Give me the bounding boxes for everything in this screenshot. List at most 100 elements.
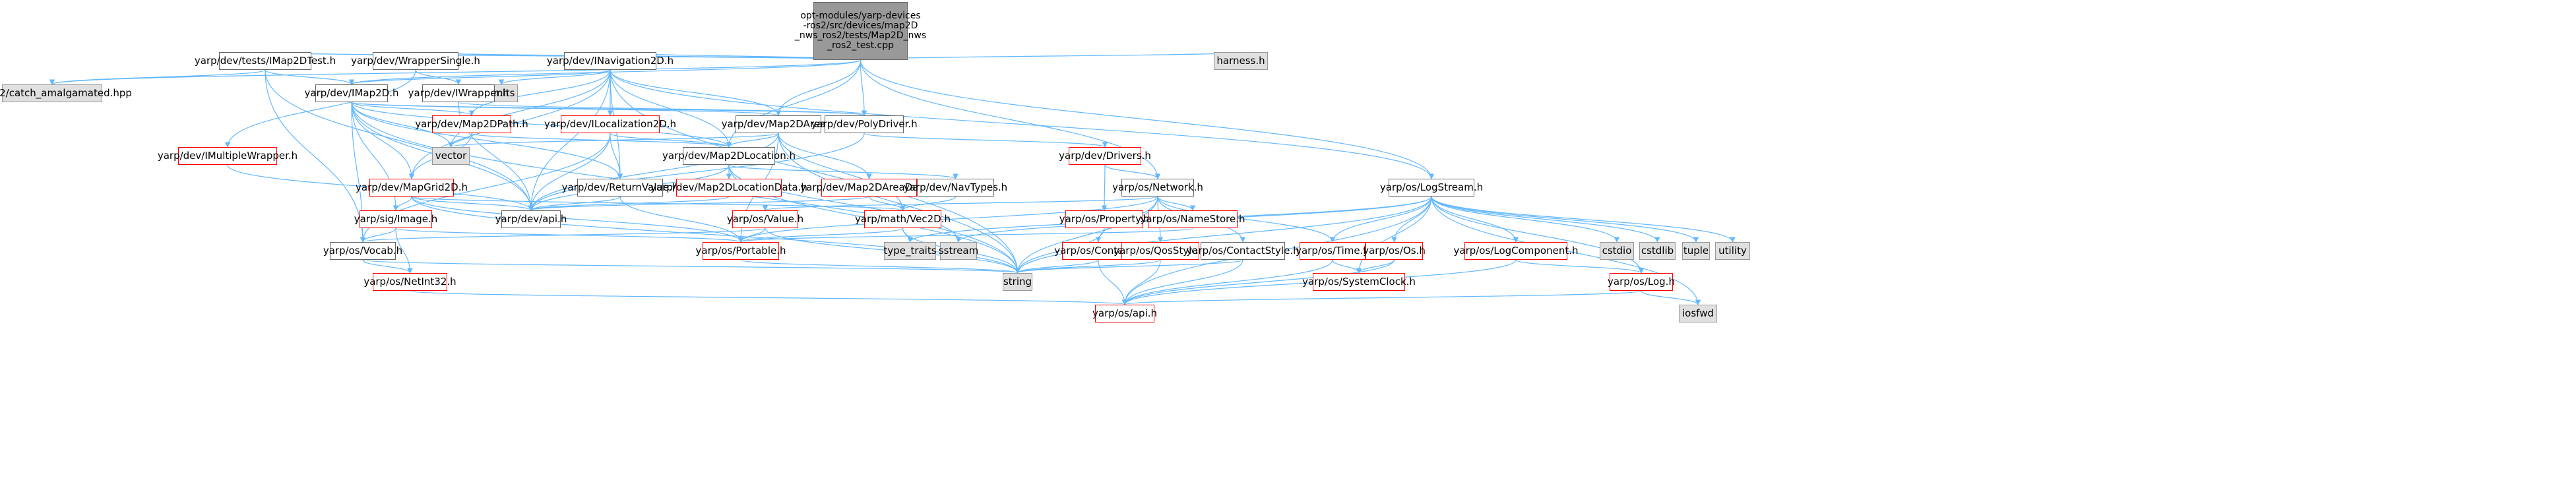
namestore-header-node[interactable]: yarp/os/NameStore.h <box>1140 210 1245 228</box>
edge-layer <box>49 51 1736 305</box>
iosfwd-header-node: iosfwd <box>1679 305 1717 322</box>
include-edge-map2darea-to-string <box>778 133 1021 274</box>
wrappersingle-header-node[interactable]: yarp/dev/WrapperSingle.h <box>351 52 480 70</box>
include-edge-os-to-systemclock <box>1356 259 1395 274</box>
map2dlocationdata-header-node[interactable]: yarp/dev/Map2DLocationData.h <box>650 179 807 197</box>
include-edge-imap2dtest-to-imap2d <box>265 69 355 85</box>
include-edge-network-to-portable <box>738 196 1158 243</box>
include-edge-mapgrid2d-to-portable <box>411 196 744 243</box>
include-edge-property-to-string <box>1015 228 1105 274</box>
portable-header-node[interactable]: yarp/os/Portable.h <box>696 242 786 260</box>
utility-header-node: utility <box>1715 242 1750 260</box>
map2dareadata-header-node[interactable]: yarp/dev/Map2DAreaData.h <box>800 179 938 197</box>
os-api-header-node[interactable]: yarp/os/api.h <box>1092 305 1157 322</box>
include-edge-map2dpath-to-map2dlocation <box>471 133 732 148</box>
os-header-node[interactable]: yarp/os/Os.h <box>1363 242 1426 260</box>
iwrapper-header-node[interactable]: yarp/dev/IWrapper.h <box>408 84 509 102</box>
include-edge-imap2d-to-vector <box>351 102 454 148</box>
include-edge-root-to-harness <box>860 51 1243 61</box>
include-edge-logcomponent-to-log <box>1515 259 1645 274</box>
include-edge-contact-to-string <box>1015 259 1099 274</box>
logcomponent-header-node[interactable]: yarp/os/LogComponent.h <box>1454 242 1579 260</box>
imultiplewrapper-header-node[interactable]: yarp/dev/IMultipleWrapper.h <box>158 147 298 165</box>
include-edge-inavigation2d-to-imap2d <box>349 69 611 85</box>
include-edge-logstream-to-cstdio <box>1431 196 1620 243</box>
include-edge-root-to-polydriver <box>860 59 867 116</box>
time-header-node[interactable]: yarp/os/Time.h <box>1296 242 1369 260</box>
imap2d-header-node[interactable]: yarp/dev/IMap2D.h <box>305 84 398 102</box>
include-edge-returnvalue-to-devapi <box>528 196 621 211</box>
include-edge-map2dlocation-to-sstream <box>728 164 962 243</box>
include-edge-contactstyle-to-osapi <box>1121 259 1243 305</box>
include-edge-network-to-value <box>763 196 1158 211</box>
include-edge-logstream-to-string <box>1015 196 1432 274</box>
vector-header-node: vector <box>432 147 470 165</box>
include-edge-map2dpath-to-vector <box>448 133 472 148</box>
include-edge-logstream-to-time <box>1329 196 1432 243</box>
include-edge-polydriver-to-devapi <box>528 133 865 211</box>
include-edge-time-to-osapi <box>1121 259 1333 305</box>
include-edge-logstream-to-systemclock <box>1356 196 1432 274</box>
map2darea-header-node[interactable]: yarp/dev/Map2DArea.h <box>722 115 835 133</box>
include-edge-vocab-to-string <box>362 259 1020 274</box>
qosstyle-header-node[interactable]: yarp/os/QosStyle.h <box>1114 242 1207 260</box>
include-edge-root-to-map2dlocation <box>726 59 862 148</box>
mapgrid2d-header-node[interactable]: yarp/dev/MapGrid2D.h <box>356 179 468 197</box>
include-edge-imap2d-to-polydriver <box>351 102 867 116</box>
network-header-node[interactable]: yarp/os/Network.h <box>1112 179 1203 197</box>
include-edge-network-to-namestore <box>1157 196 1196 211</box>
include-edge-inavigation2d-to-map2darea <box>610 69 782 116</box>
include-edge-map2darea-to-map2dareadata <box>778 133 872 179</box>
harness-header-node: harness.h <box>1214 52 1268 70</box>
systemclock-header-node[interactable]: yarp/os/SystemClock.h <box>1302 273 1416 291</box>
include-edge-mapgrid2d-to-vec2d <box>411 196 906 211</box>
include-edge-logstream-to-logcomponent <box>1431 196 1519 243</box>
include-edge-inavigation2d-to-limits <box>498 69 611 85</box>
include-edge-ilocalization2d-to-returnvalue <box>610 133 623 179</box>
drivers-header-node[interactable]: yarp/dev/Drivers.h <box>1059 147 1151 165</box>
include-edge-logstream-to-tuple <box>1431 196 1699 243</box>
include-edge-iwrapper-to-polydriver <box>458 102 867 116</box>
include-edge-inavigation2d-to-logstream <box>610 69 1435 179</box>
include-edge-map2dlocation-to-navtypes <box>728 164 958 179</box>
include-edge-logstream-to-cstdlib <box>1431 196 1660 243</box>
include-edge-imap2d-to-returnvalue <box>351 102 623 179</box>
type-traits-header-node: type_traits <box>883 242 937 260</box>
tuple-header-node: tuple <box>1682 242 1710 260</box>
include-edge-os-to-osapi <box>1121 259 1395 305</box>
include-edge-root-to-network <box>860 59 1161 179</box>
logstream-header-node[interactable]: yarp/os/LogStream.h <box>1380 179 1483 197</box>
include-edge-ilocalization2d-to-map2dlocation <box>610 133 732 148</box>
include-edge-imap2dtest-to-devapi <box>265 69 534 211</box>
netint32-header-node[interactable]: yarp/os/NetInt32.h <box>363 273 456 291</box>
property-header-node[interactable]: yarp/os/Property.h <box>1059 210 1149 228</box>
root-file-node: opt-modules/yarp-devices -ros2/src/devic… <box>795 2 926 60</box>
polydriver-header-node[interactable]: yarp/dev/PolyDriver.h <box>811 115 918 133</box>
value-header-node[interactable]: yarp/os/Value.h <box>727 210 803 228</box>
map2dpath-header-node[interactable]: yarp/dev/Map2DPath.h <box>415 115 528 133</box>
include-edge-logstream-to-utility <box>1431 196 1736 243</box>
log-header-node[interactable]: yarp/os/Log.h <box>1608 273 1675 291</box>
ilocalization2d-header-node[interactable]: yarp/dev/ILocalization2D.h <box>544 115 676 133</box>
include-edge-qosstyle-to-string <box>1015 259 1161 274</box>
sstream-header-node: sstream <box>939 242 978 260</box>
devapi-header-node[interactable]: yarp/dev/api.h <box>495 210 567 228</box>
vocab-header-node[interactable]: yarp/os/Vocab.h <box>323 242 402 260</box>
map2dlocation-header-node[interactable]: yarp/dev/Map2DLocation.h <box>662 147 796 165</box>
navtypes-header-node[interactable]: yarp/dev/NavTypes.h <box>904 179 1007 197</box>
vec2d-header-node[interactable]: yarp/math/Vec2D.h <box>855 210 951 228</box>
include-edge-network-to-string <box>1015 196 1158 274</box>
inavigation2d-header-node[interactable]: yarp/dev/INavigation2D.h <box>547 52 674 70</box>
sigimage-header-node[interactable]: yarp/sig/Image.h <box>354 210 437 228</box>
include-edge-mapgrid2d-to-string <box>411 196 1021 274</box>
include-edge-root-to-logstream <box>860 59 1435 179</box>
include-edge-imap2dtest-to-catch2 <box>49 69 266 85</box>
include-edge-map2dareadata-to-devapi <box>528 196 870 211</box>
include-edge-vec2d-to-typetraits <box>902 228 913 243</box>
include-edge-mapgrid2d-to-devapi <box>411 196 534 211</box>
include-edge-time-to-systemclock <box>1332 259 1362 274</box>
contactstyle-header-node[interactable]: yarp/os/ContactStyle.h <box>1186 242 1300 260</box>
imap2dtest-header-node[interactable]: yarp/dev/tests/IMap2DTest.h <box>195 52 336 70</box>
include-edge-vocab-to-netint32 <box>362 259 413 274</box>
returnvalue-header-node[interactable]: yarp/dev/ReturnValue.h <box>562 179 678 197</box>
